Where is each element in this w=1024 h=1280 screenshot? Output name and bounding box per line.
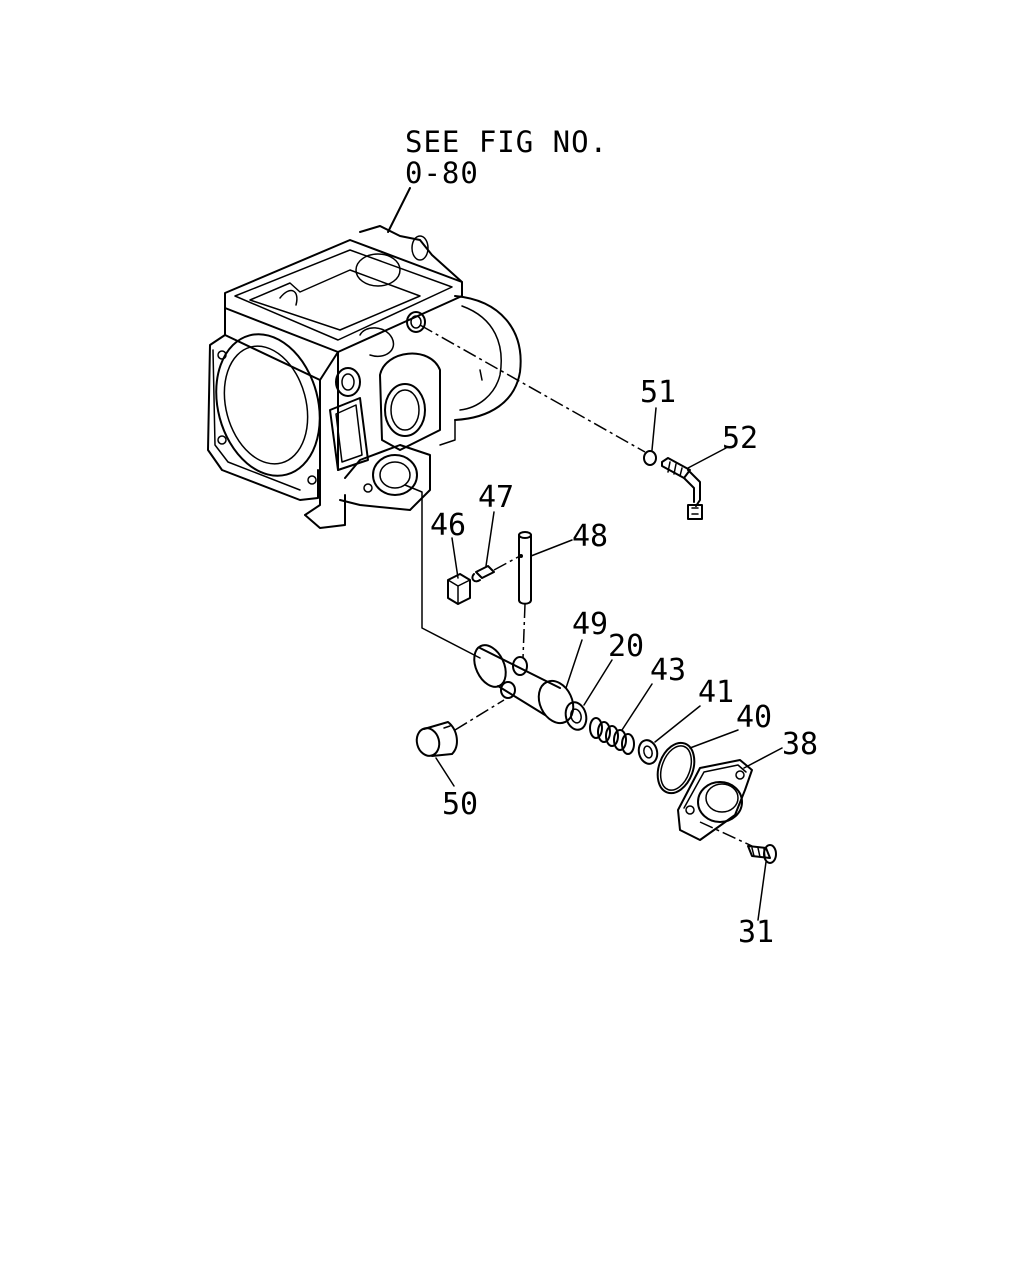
callout-46: 46 xyxy=(430,508,466,543)
callout-38: 38 xyxy=(782,727,818,762)
part-50-plug xyxy=(415,721,458,757)
part-41-washer xyxy=(637,739,659,765)
assembly-line-screw xyxy=(493,555,521,571)
leader-47 xyxy=(485,511,495,567)
fig-number-reference: 0-80 xyxy=(405,156,479,190)
part-31-bolt xyxy=(747,844,777,864)
leader-48 xyxy=(530,539,573,557)
assembly-line-sensor xyxy=(419,324,646,453)
leader-31 xyxy=(757,861,767,921)
leader-50 xyxy=(435,757,455,787)
housing-body xyxy=(207,225,522,529)
part-47-screw xyxy=(471,565,495,583)
part-52-sensor xyxy=(661,457,703,520)
part-20-washer xyxy=(564,701,588,731)
part-49-sleeve xyxy=(473,644,575,725)
callout-31: 31 xyxy=(738,915,774,950)
leader-49 xyxy=(565,639,583,689)
callout-43: 43 xyxy=(650,653,686,688)
assembly-line-shaft xyxy=(404,484,481,659)
assembly-line-bolt xyxy=(699,821,753,847)
leader-41 xyxy=(654,705,701,743)
reference-leader-line xyxy=(387,187,411,233)
callout-20: 20 xyxy=(608,629,644,664)
part-40-o-ring xyxy=(656,741,696,795)
callout-41: 41 xyxy=(698,675,734,710)
leader-46 xyxy=(451,537,459,579)
callout-52: 52 xyxy=(722,421,758,456)
callout-47: 47 xyxy=(478,480,514,515)
callout-40: 40 xyxy=(736,700,772,735)
callout-50: 50 xyxy=(442,787,478,822)
callout-51: 51 xyxy=(640,375,676,410)
callout-48: 48 xyxy=(572,519,608,554)
part-43-spring xyxy=(589,717,635,755)
leader-20 xyxy=(583,659,613,706)
leader-52 xyxy=(687,447,727,469)
leader-51 xyxy=(651,407,657,451)
callout-49: 49 xyxy=(572,607,608,642)
part-38-cover xyxy=(677,759,753,841)
see-fig-reference: SEE FIG NO. xyxy=(405,125,608,159)
assembly-line-pin xyxy=(522,603,526,659)
leader-40 xyxy=(689,729,739,749)
part-46-bracket xyxy=(447,573,471,605)
leader-43 xyxy=(621,683,653,731)
part-48-pin xyxy=(518,531,532,605)
leader-38 xyxy=(743,747,783,769)
part-51-o-ring xyxy=(643,450,657,466)
assembly-line-plug xyxy=(454,699,505,731)
